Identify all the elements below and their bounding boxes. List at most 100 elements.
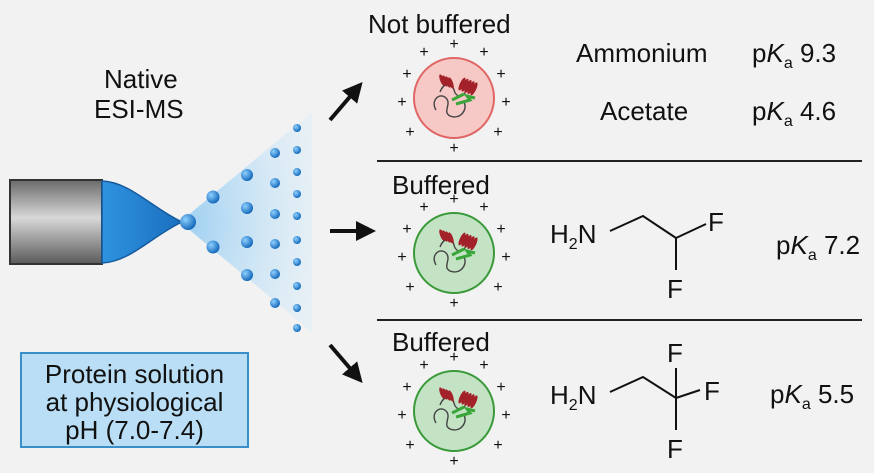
fluorine-bottom-1: F [667,274,683,304]
pka-k: K [790,230,808,260]
charge-plus: + [501,249,510,266]
charge-plus: + [405,279,414,296]
charge-plus: + [493,124,502,141]
spray-droplet [241,269,253,281]
amine-group-1: H2N [550,221,596,253]
solution-line-1: Protein solution [44,359,225,389]
spray-droplet [241,236,253,248]
charge-plus: + [419,199,428,216]
charge-plus: + [449,349,458,366]
charge-plus: + [402,66,411,83]
protein-ribbon-icon [433,229,478,273]
fluorine-top-2: F [667,338,683,368]
pka-value: 5.5 [817,379,855,409]
pka-k: K [766,38,784,68]
pka-acetate: pKa 4.6 [752,98,836,130]
pka-prefix: p [752,96,767,126]
fluorine-top-1: F [708,207,724,237]
amine-sub: 2 [568,236,578,254]
spray-droplet [293,236,301,244]
spray-droplet [241,169,253,181]
spray-droplet [270,178,280,188]
spray-droplet [293,282,301,290]
panel-label-buffered-1: Buffered [392,170,490,200]
charge-plus: + [397,249,406,266]
difluoroethylamine-bonds [609,214,677,239]
method-line-1: Native [104,64,178,94]
taylor-cone [101,180,184,264]
spray-droplet [241,202,253,214]
charge-plus: + [479,199,488,216]
spray-droplet [293,146,301,154]
charge-plus: + [449,453,458,470]
amine-n: N [577,380,597,410]
amine-sub: 2 [568,397,578,415]
fluorine-right-2: F [704,376,720,406]
pka-prefix: p [770,379,785,409]
trifluoroethylamine-bonds [609,375,677,399]
charge-plus: + [449,36,458,53]
bond-cf-right-2 [675,389,701,399]
charge-plus: + [501,407,510,424]
protein-ribbon-icon [433,74,478,118]
solution-line-3: pH (7.0-7.4) [65,415,204,445]
charge-plus: + [493,437,502,454]
charge-plus: + [449,191,458,208]
amine-n: N [577,219,597,249]
charge-plus: + [419,44,428,61]
spray-droplet [293,258,301,266]
charge-plus: + [479,44,488,61]
spray-droplet [206,240,220,254]
spray-droplet [180,214,196,230]
pka-sub: a [801,396,811,414]
panel-label-not-buffered: Not buffered [368,9,511,39]
charge-plus: + [419,357,428,374]
charge-plus: + [496,66,505,83]
pka-prefix: p [776,230,791,260]
protein-solution-box: Protein solution at physiological pH (7.… [20,352,249,448]
spray-droplet [293,304,301,312]
charge-plus: + [405,437,414,454]
pka-value: 7.2 [823,230,861,260]
pka-value: 9.3 [799,38,837,68]
pka-prefix: p [752,38,767,68]
spray-droplet [270,269,280,279]
compound-acetate: Acetate [600,96,689,126]
charge-plus: + [397,407,406,424]
pka-sub: a [783,55,793,73]
spray-droplet [206,190,220,204]
charge-plus: + [479,357,488,374]
method-line-2: ESI-MS [94,94,184,124]
pka-k: K [784,379,802,409]
fluorine-bottom-2: F [667,434,683,464]
bond-cf-top-1 [675,223,707,239]
spray-droplet [293,124,301,132]
protein-ribbon-icon [433,387,478,431]
amine-h: H [550,219,569,249]
spray-droplet [270,298,280,308]
protein-droplet-buffered-2: + + + + + + + + + + [397,349,510,470]
capillary [9,179,103,265]
charge-plus: + [496,221,505,238]
spray-droplets [180,124,301,332]
charge-plus: + [405,124,414,141]
compound-ammonium: Ammonium [576,38,708,68]
charge-plus: + [501,94,510,111]
spray-droplet [270,148,280,158]
protein-droplet-buffered-1: + + + + + + + + + + [397,191,510,312]
pka-k: K [766,96,784,126]
spray-droplet [293,190,301,198]
pka-sub: a [783,113,793,131]
charge-plus: + [496,379,505,396]
charge-plus: + [402,379,411,396]
charge-plus: + [449,295,458,312]
spray-droplet [293,168,301,176]
pka-difluoroethylamine: pKa 7.2 [776,232,860,264]
charge-plus: + [493,279,502,296]
pka-ammonium: pKa 9.3 [752,40,836,72]
amine-h: H [550,380,569,410]
spray-droplet [293,324,301,332]
charge-plus: + [397,94,406,111]
charge-plus: + [402,221,411,238]
